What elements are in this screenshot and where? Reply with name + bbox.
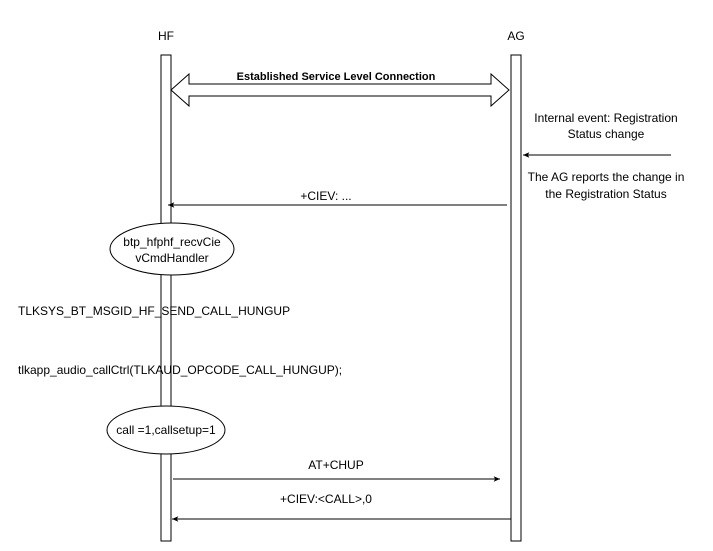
ag-report-line2: the Registration Status [545,187,666,201]
ciev-message-label: +CIEV: ... [300,189,351,203]
internal-event-line2: Status change [568,127,645,141]
state-ellipse [106,405,226,455]
handler-ellipse-line2: vCmdHandler [135,251,208,265]
handler-ellipse [109,222,235,276]
ag-report-line1: The AG reports the change in [528,170,685,184]
callctrl-text: tlkapp_audio_callCtrl(TLKAUD_OPCODE_CALL… [18,363,342,377]
hf-lifeline [160,54,172,542]
chup-message-label: AT+CHUP [308,458,363,472]
state-ellipse-label: call =1,callsetup=1 [116,423,216,437]
ag-lifeline [510,54,522,542]
participant-hf-label: HF [158,29,174,43]
participant-ag-label: AG [507,29,524,43]
ciev-call-message-label: +CIEV:<CALL>,0 [280,492,372,506]
msgid-text: TLKSYS_BT_MSGID_HF_SEND_CALL_HUNGUP [18,304,290,318]
slc-label: Established Service Level Connection [237,71,436,83]
internal-event-line1: Internal event: Registration [534,111,677,125]
handler-ellipse-line1: btp_hfphf_recvCie [123,235,221,249]
slc-double-arrow [170,72,510,108]
